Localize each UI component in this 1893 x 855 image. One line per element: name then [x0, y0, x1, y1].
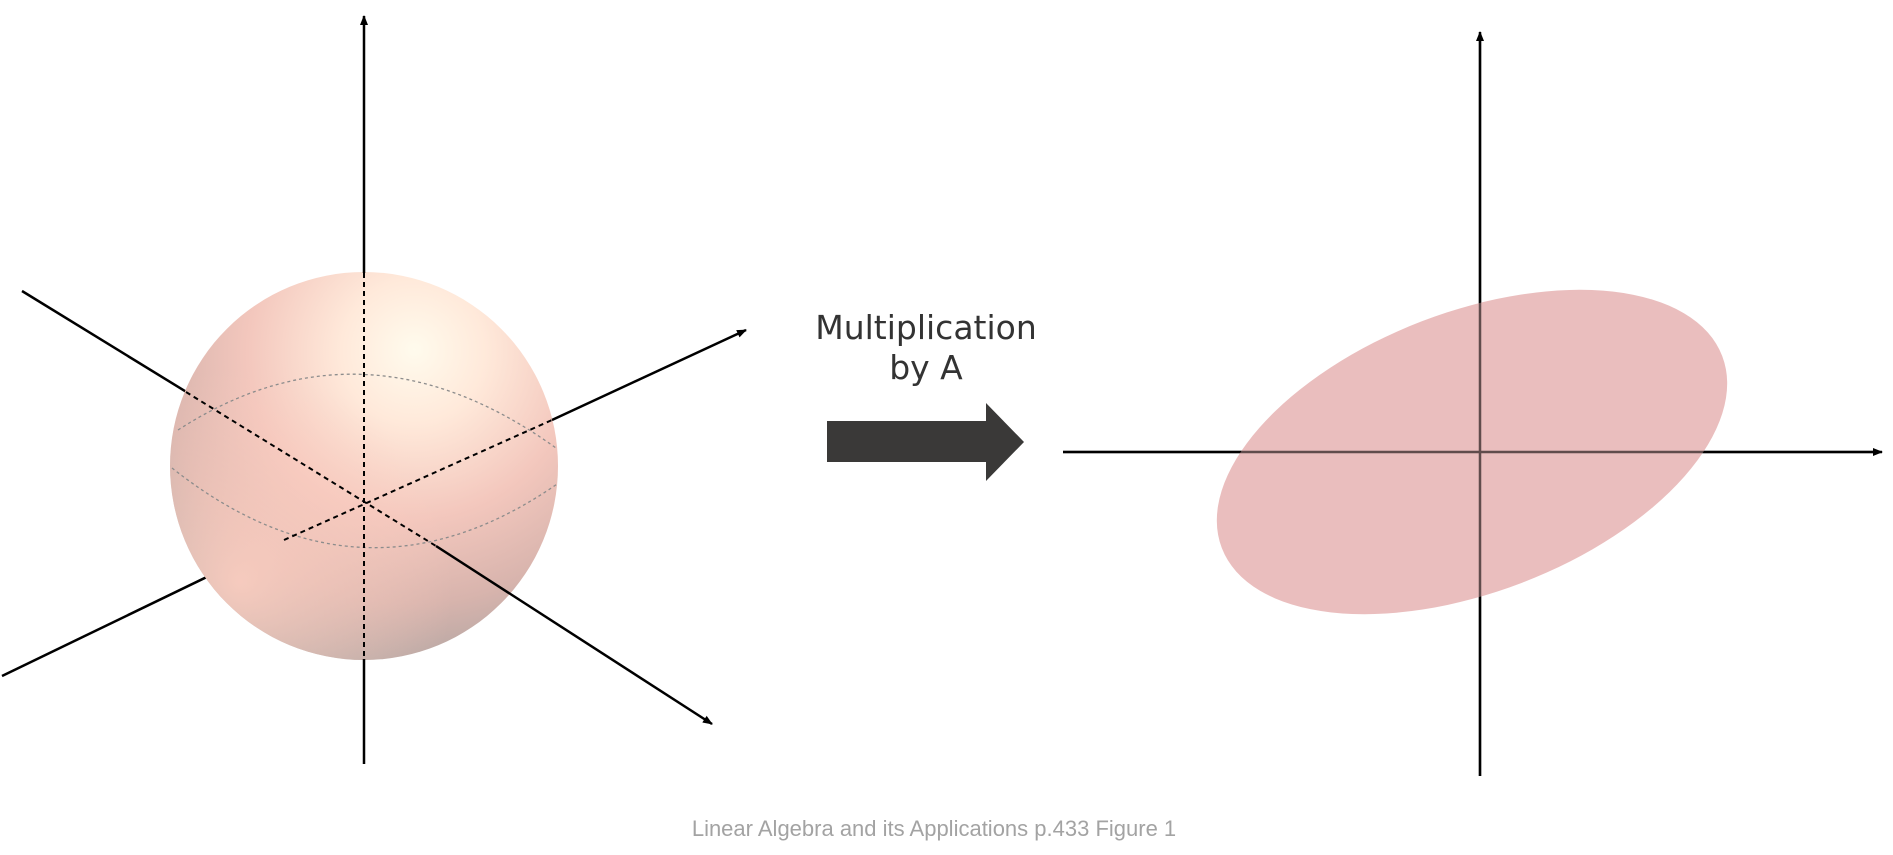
figure-caption: Linear Algebra and its Applications p.43… — [692, 816, 1176, 841]
transform-arrow — [827, 403, 1024, 481]
transform-label-line1: Multiplication — [815, 308, 1037, 347]
axes-through-ellipse — [1063, 40, 1875, 776]
transform-label-line2: by A — [889, 348, 963, 387]
left-axes-front — [360, 15, 747, 764]
axis-upper-right — [551, 328, 747, 422]
axis-lower-right — [435, 544, 713, 726]
transform-label: Multiplication by A — [815, 308, 1037, 387]
unit-sphere — [170, 272, 558, 660]
sphere-upper-latitude — [177, 373, 557, 449]
